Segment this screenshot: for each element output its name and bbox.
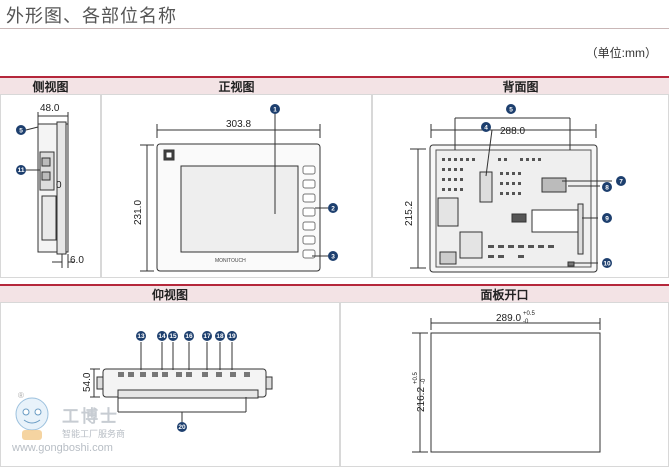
cut-width-dim: 289.0 [496, 313, 521, 324]
section-header-front: 正视图 [101, 76, 372, 94]
svg-text:1: 1 [273, 107, 277, 114]
unit-label: （单位:mm） [585, 46, 657, 60]
callout-5-back: 5 [506, 104, 516, 114]
svg-text:5: 5 [19, 128, 23, 135]
cut-width-tol: +0.5 [523, 311, 536, 317]
callout-14: 14 [157, 331, 167, 341]
svg-text:15: 15 [169, 333, 177, 340]
callout-7: 7 [616, 176, 626, 186]
section-header-cutout: 面板开口 [340, 284, 669, 302]
svg-text:7: 7 [619, 179, 623, 186]
callout-2: 2 [315, 203, 338, 213]
callout-15: 15 [168, 331, 178, 341]
back-width-dim: 288.0 [500, 126, 525, 137]
svg-text:10: 10 [603, 261, 611, 268]
side-o-label: 0 [56, 180, 62, 191]
callout-3: 3 [312, 251, 338, 261]
callout-18: 18 [215, 331, 225, 341]
front-view-drawing [140, 124, 321, 272]
svg-text:11: 11 [18, 167, 25, 174]
svg-text:20: 20 [178, 424, 186, 431]
side-bezel-dim: 6.0 [70, 255, 84, 266]
watermark-brand: 工博士 [62, 407, 119, 427]
callout-19: 19 [227, 331, 237, 341]
callout-10: 10 [602, 258, 612, 268]
callout-5-side: 5 [16, 125, 39, 135]
front-view-panel [101, 94, 372, 278]
watermark-sub: 智能工厂服务商 [62, 429, 126, 439]
cut-height-dim: 216.2 [416, 387, 427, 412]
svg-text:9: 9 [605, 216, 609, 223]
side-view-panel [0, 94, 101, 278]
svg-text:5: 5 [509, 107, 513, 114]
svg-text:8: 8 [605, 185, 609, 192]
title-divider [0, 28, 669, 29]
front-height-dim: 231.0 [133, 200, 144, 225]
svg-text:4: 4 [484, 125, 488, 132]
callout-16: 16 [184, 331, 194, 341]
svg-text:®: ® [18, 391, 24, 400]
section-header-side: 侧视图 [0, 76, 101, 94]
back-view-drawing [410, 117, 612, 273]
cutout-drawing [412, 318, 601, 453]
svg-text:16: 16 [185, 333, 193, 340]
bottom-view-drawing [90, 342, 273, 422]
section-header-bottom: 仰视图 [0, 284, 340, 302]
back-height-dim: 215.2 [404, 201, 415, 226]
bottom-depth-dim: 54.0 [82, 372, 93, 392]
callout-9: 9 [602, 213, 612, 223]
side-depth-dim: 48.0 [40, 103, 60, 114]
robot-logo-icon: ® [15, 391, 49, 440]
side-view-drawing [37, 112, 74, 268]
svg-text:14: 14 [158, 333, 166, 340]
callout-4: 4 [481, 122, 491, 132]
svg-text:17: 17 [203, 333, 211, 340]
watermark: ® 工博士 智能工厂服务商 www.gongboshi.com [4, 391, 154, 464]
callout-13: 13 [136, 331, 146, 341]
callout-11: 11 [16, 165, 40, 175]
section-header-back: 背面图 [372, 76, 669, 94]
svg-text:3: 3 [331, 254, 335, 261]
callout-1: 1 [270, 104, 280, 214]
page-title: 外形图、各部位名称 [6, 6, 177, 27]
callout-8: 8 [602, 182, 612, 192]
cut-height-tol: +0.5 [413, 371, 419, 384]
front-width-dim: 303.8 [226, 119, 251, 130]
callout-20: 20 [177, 422, 187, 432]
cut-width-tol-low: -0 [523, 319, 529, 325]
svg-text:18: 18 [216, 333, 224, 340]
svg-text:19: 19 [228, 333, 236, 340]
watermark-url: www.gongboshi.com [12, 442, 113, 454]
front-logo: MONITOUCH [215, 258, 246, 264]
callout-17: 17 [202, 331, 212, 341]
cut-height-tol-low: -0 [421, 378, 427, 384]
svg-text:2: 2 [331, 206, 335, 213]
svg-text:13: 13 [137, 333, 145, 340]
